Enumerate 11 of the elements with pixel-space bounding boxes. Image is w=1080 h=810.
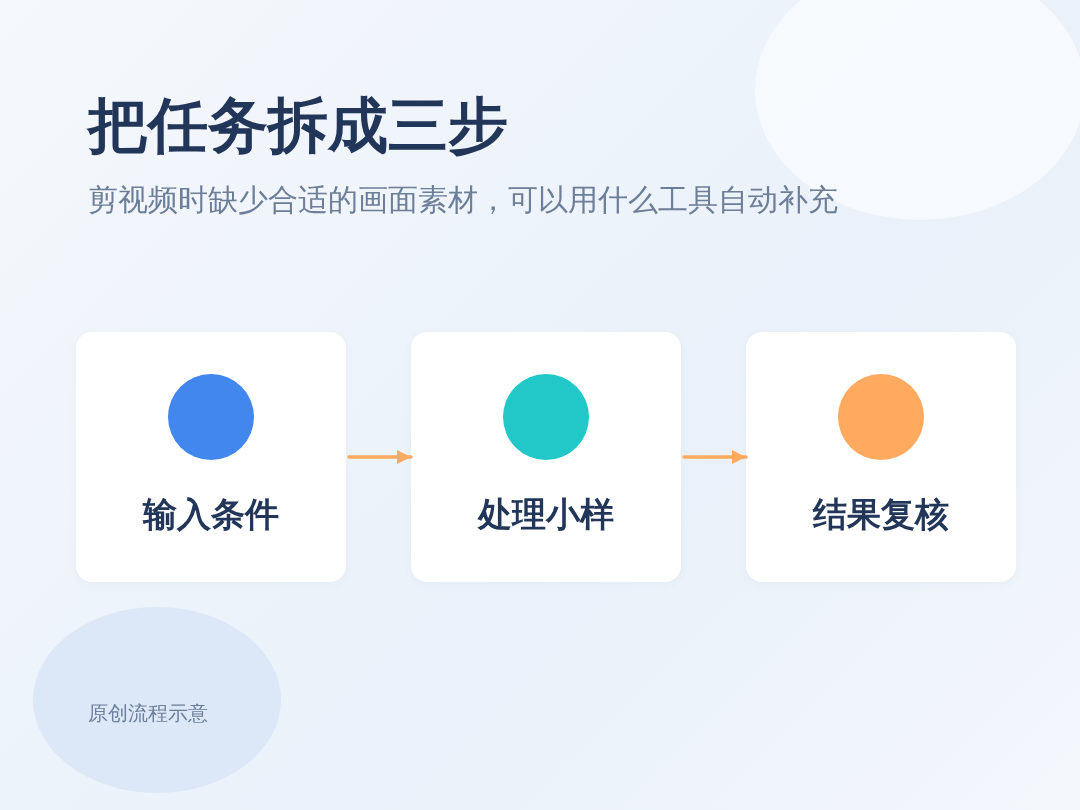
title: 把任务拆成三步 [88,89,508,162]
subtitle: 剪视频时缺少合适的画面素材，可以用什么工具自动补充 [88,181,838,219]
step-label: 结果复核 [811,493,950,536]
arrow [347,450,413,464]
step-card [411,332,681,582]
step-card [746,332,1016,582]
footnote: 原创流程示意 [88,700,208,727]
step-label: 输入条件 [141,493,280,536]
step-label: 处理小样 [476,493,615,536]
arrow [682,450,748,464]
step-card [76,332,346,582]
